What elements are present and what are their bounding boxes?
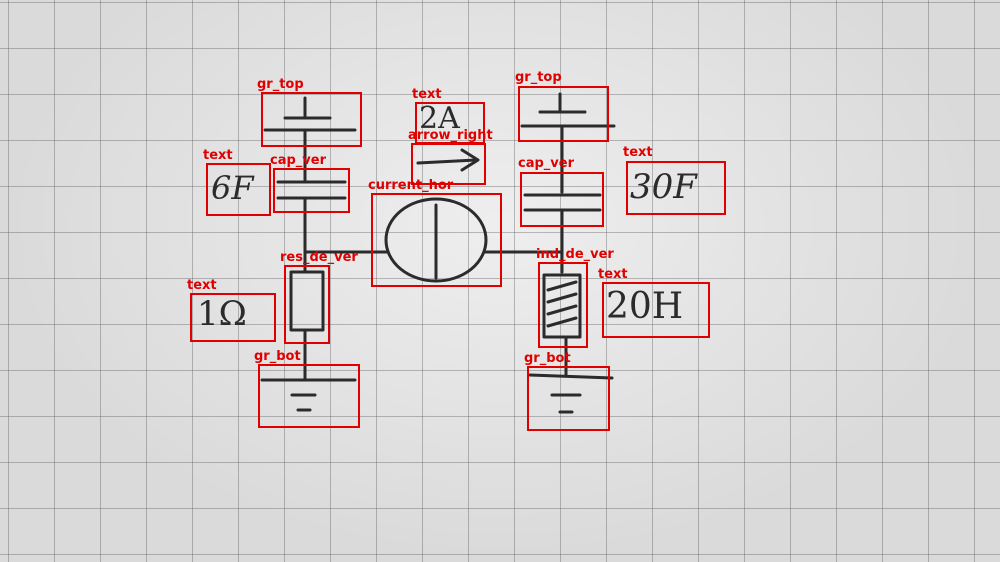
arrow-right-box — [411, 143, 486, 185]
current-value-text: 2A — [419, 101, 460, 136]
text-res-box — [190, 293, 276, 342]
gr-top-right-label: gr_top — [515, 70, 562, 85]
gr-bot-left-box — [258, 364, 360, 428]
cap-ver-right-label: cap_ver — [518, 156, 574, 171]
text-cap-left-box — [206, 163, 271, 216]
text-cap-right-box — [626, 161, 726, 215]
text-current-label: text — [412, 87, 442, 102]
ind-de-ver-label: ind_de_ver — [536, 247, 614, 262]
res-de-ver-label: res_de_ver — [280, 250, 358, 265]
ind-de-ver-box — [538, 262, 588, 348]
cap-ver-left-box — [273, 168, 350, 213]
cap-ver-right-box — [520, 172, 604, 227]
cap-ver-left-label: cap_ver — [270, 153, 326, 168]
arrow-right-icon — [416, 148, 480, 172]
text-ind-label: text — [598, 267, 628, 282]
text-cap-left-label: text — [203, 148, 233, 163]
gr-top-left-label: gr_top — [257, 77, 304, 92]
gr-top-left-box — [261, 92, 362, 147]
gr-top-right-box — [518, 86, 609, 142]
res-de-ver-box — [284, 265, 330, 344]
text-cap-right-label: text — [623, 145, 653, 160]
arrow-right-label: arrow_right — [408, 128, 493, 143]
text-ind-box — [602, 282, 710, 338]
cap-right-value-text: 30F — [630, 167, 697, 207]
left-branch — [260, 96, 357, 412]
current-source — [303, 197, 564, 283]
current-hor-box — [371, 193, 502, 287]
res-value-text: 1Ω — [197, 294, 247, 334]
gr-bot-right-label: gr_bot — [524, 351, 571, 366]
ind-value-text: 20H — [606, 286, 684, 327]
current-hor-label: current_hor — [368, 178, 454, 193]
right-branch — [520, 92, 616, 414]
gr-bot-left-label: gr_bot — [254, 349, 301, 364]
gr-bot-right-box — [527, 366, 610, 431]
cap-left-value-text: 6F — [211, 169, 254, 207]
text-res-label: text — [187, 278, 217, 293]
